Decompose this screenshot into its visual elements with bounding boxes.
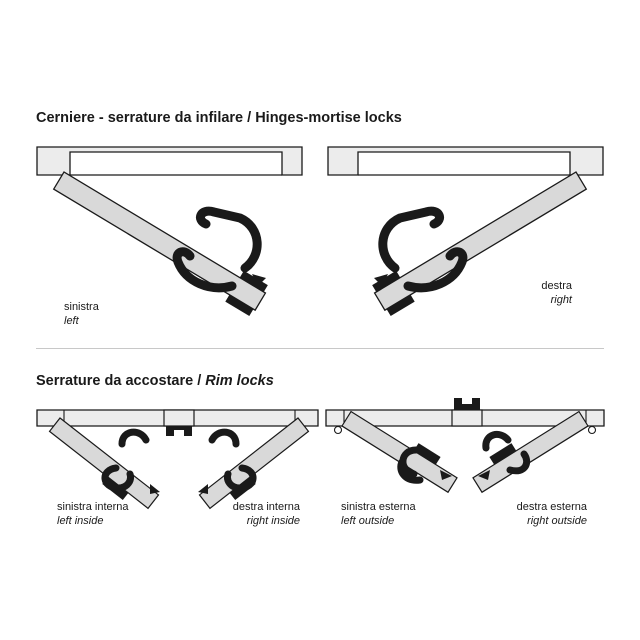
label-left-outside-it: sinistra esterna (341, 501, 416, 513)
knob-lower-icon (101, 464, 134, 492)
door-leaf-right (372, 171, 588, 317)
knob-upper-icon (208, 428, 240, 448)
label-right: destra right (541, 279, 572, 307)
section-title-hinges-mortise: Cerniere - serrature da infilare / Hinge… (36, 110, 402, 126)
knob-lower-icon (506, 450, 531, 475)
door-leaf-left (52, 171, 268, 317)
rim-keeper-icon (454, 398, 480, 410)
knob-upper-icon (118, 428, 150, 448)
door-leaf-right-outside (472, 410, 589, 494)
lever-handle-outer-icon (378, 206, 444, 273)
knob-lower-icon (224, 464, 257, 492)
label-left-it: sinistra (64, 301, 99, 313)
diagram-rim-outside-pair (325, 398, 605, 494)
label-right-outside: destra esterna right outside (517, 500, 587, 528)
knob-upper-icon (482, 430, 512, 452)
rim-keeper-icon (166, 426, 192, 436)
label-left-en: left (64, 315, 79, 327)
diagram-rim-inside-pair (36, 409, 319, 510)
label-left-inside-it: sinistra interna (57, 501, 129, 513)
label-left-inside-en: left inside (57, 515, 104, 527)
lever-handle-inner-icon (403, 247, 468, 293)
label-left-inside: sinistra interna left inside (57, 500, 129, 528)
label-right-en: right (550, 294, 572, 306)
section-title-rim-plain: Serrature da accostare / (36, 373, 206, 389)
lever-handle-inner-icon (172, 247, 237, 293)
label-right-outside-it: destra esterna (516, 501, 587, 513)
label-left-outside: sinistra esterna left outside (341, 500, 416, 528)
section-divider (36, 348, 604, 349)
lever-handle-outer-icon (196, 206, 262, 273)
label-right-it: destra (541, 280, 572, 292)
label-left-outside-en: left outside (341, 515, 395, 527)
diagram-right-mortise (327, 146, 604, 317)
knob-lower-icon (397, 458, 424, 484)
label-right-inside-it: destra interna (232, 501, 300, 513)
label-right-outside-en: right outside (527, 515, 587, 527)
section-title-rim-locks: Serrature da accostare / Rim locks (36, 373, 274, 389)
section-title-rim-italic: Rim locks (205, 373, 274, 389)
diagram-left-mortise (36, 146, 303, 317)
door-leaf-left-outside (341, 410, 458, 494)
label-right-inside-en: right inside (246, 515, 300, 527)
label-left: sinistra left (64, 300, 99, 328)
label-right-inside: destra interna right inside (233, 500, 300, 528)
